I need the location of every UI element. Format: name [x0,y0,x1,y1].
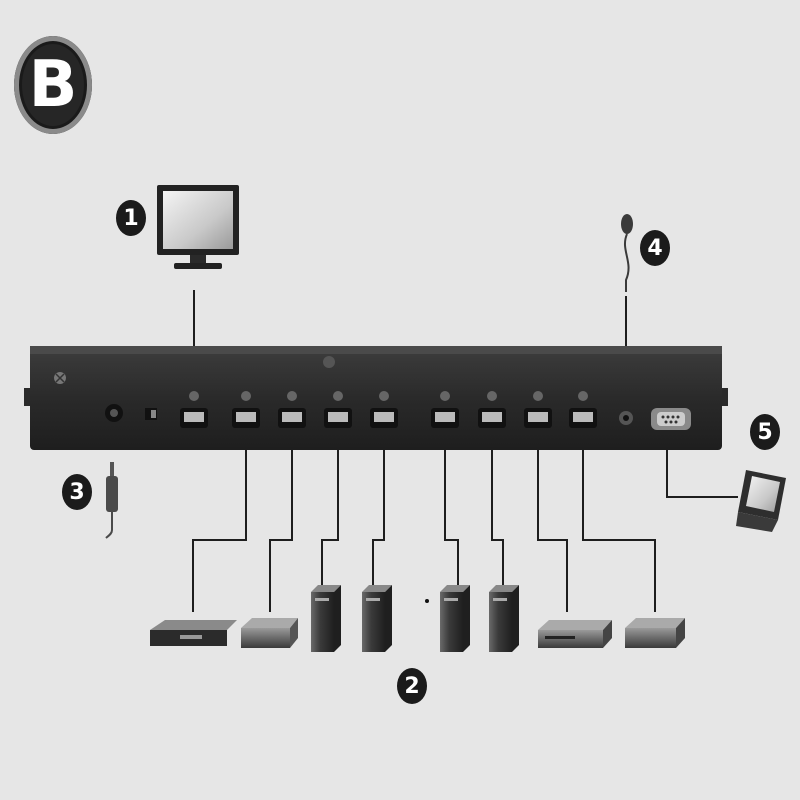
dvd-player-icon [150,620,237,646]
callout-sources: 2 [397,668,427,704]
monitor-icon [157,185,239,269]
cable-source-8 [582,450,656,612]
hdmi-input-port-1 [232,391,260,428]
cable-source-3 [321,450,339,585]
cable-source-1 [192,450,247,612]
panel-label-badge: B [14,36,92,134]
callout-ir-receiver: 4 [640,230,670,266]
hdmi-input-port-2 [278,391,306,428]
pc-tower-icon-4 [489,585,519,652]
source-cables [192,450,738,612]
hdmi-input-port-8 [569,391,597,428]
pc-tower-icon-1 [311,585,341,652]
media-box-icon [625,618,685,648]
pc-tower-icon-3 [440,585,470,652]
cable-source-4 [372,450,385,585]
cable-source-2 [269,450,293,612]
panel-label: B [22,44,84,126]
hdmi-input-port-5 [431,391,459,428]
ir-receiver-icon [621,214,633,292]
hdmi-input-port-4 [370,391,398,428]
callout-power: 3 [62,474,92,510]
hdmi-input-port-6 [478,391,506,428]
cable-serial [666,450,738,498]
hdmi-input-port-3 [324,391,352,428]
cable-source-5 [444,450,459,585]
cable-source-6 [491,450,504,585]
set-top-box-icon [241,618,298,648]
touch-terminal-icon [736,470,786,532]
hdmi-input-port-7 [524,391,552,428]
hdmi-output-port [180,391,208,428]
pc-tower-icon-2 [362,585,392,652]
power-adapter-icon [105,462,118,539]
callout-monitor: 1 [116,200,146,236]
hdmi-switch-rear-panel [24,346,728,450]
separator-dot [425,599,429,603]
hdmi-ports [180,391,597,428]
cable-source-7 [537,450,568,612]
blu-ray-player-icon [538,620,612,648]
callout-serial: 5 [750,414,780,450]
source-devices [150,585,685,652]
